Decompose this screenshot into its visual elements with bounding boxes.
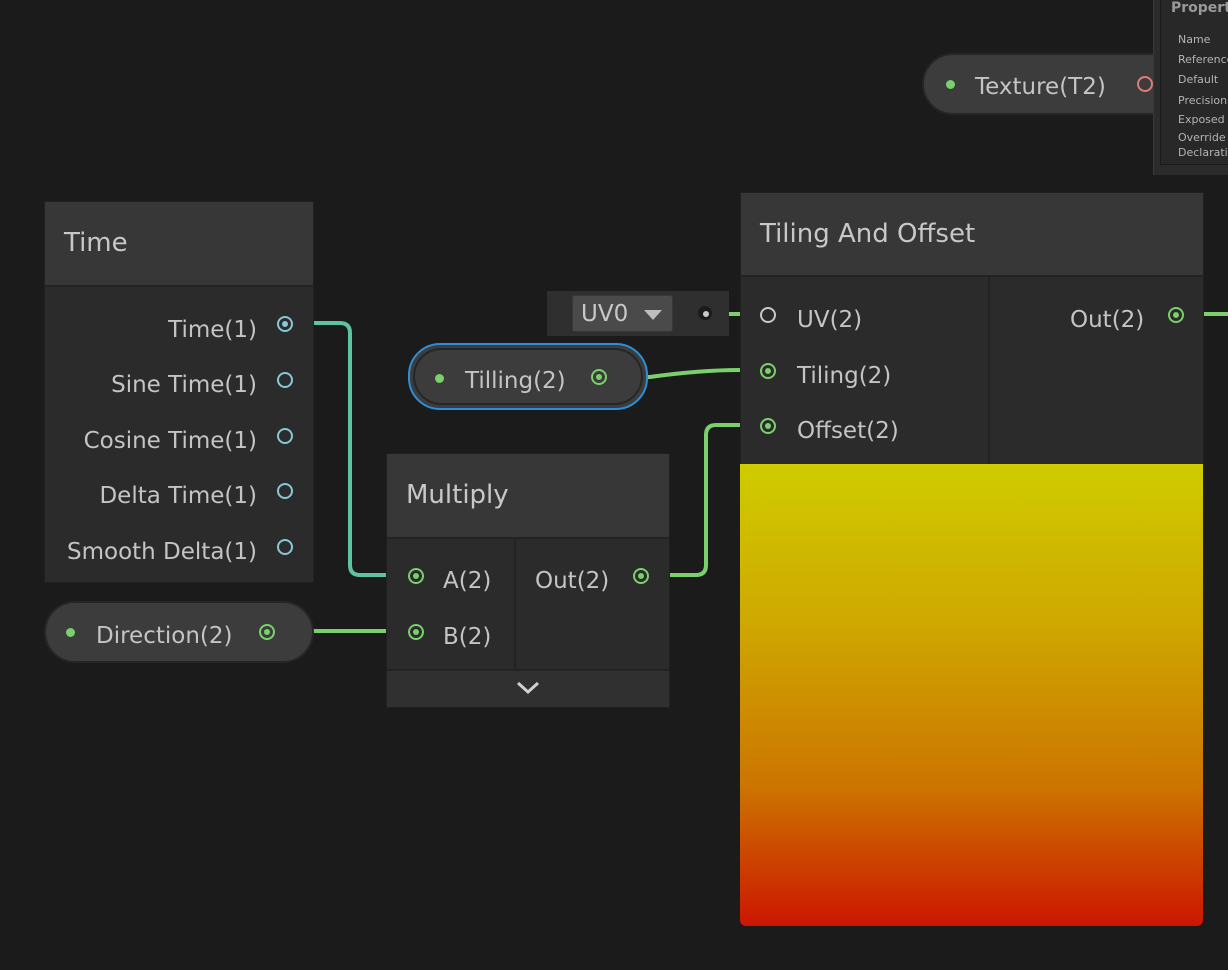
tilling-property-node[interactable]: Tilling(2) [408, 343, 648, 410]
texture-property-label: Texture(T2) [975, 74, 1106, 100]
direction-property-node[interactable]: Direction(2) [44, 601, 314, 663]
direction-output-port[interactable] [259, 624, 275, 640]
uv-control-output-port[interactable] [698, 306, 712, 320]
tiling-uv-input-port[interactable] [760, 307, 776, 323]
texture-exposed-indicator [946, 80, 955, 89]
chevron-down-icon [516, 681, 540, 695]
tiling-and-offset-node-title[interactable]: Tiling And Offset [741, 193, 1203, 277]
time-output-label: Time(1) [168, 317, 257, 343]
tiling-output-label: Out(2) [1070, 307, 1145, 333]
delta-time-output-port[interactable] [277, 483, 293, 499]
sine-time-output-label: Sine Time(1) [111, 372, 257, 398]
cosine-time-output-port[interactable] [277, 428, 293, 444]
inspector-row-precision[interactable]: Precision [1178, 94, 1228, 107]
tilling-property-label: Tilling(2) [465, 368, 566, 394]
tiling-offset-input-label: Offset(2) [797, 418, 899, 444]
direction-exposed-indicator [66, 628, 75, 637]
inspector-row-exposed[interactable]: Exposed [1178, 113, 1225, 126]
tiling-uv-input-label: UV(2) [797, 307, 863, 333]
multiply-divider [514, 539, 516, 669]
inspector-row-reference[interactable]: Reference [1178, 53, 1228, 66]
sine-time-output-port[interactable] [277, 372, 293, 388]
texture-output-port[interactable] [1137, 76, 1153, 92]
dropdown-arrow-icon [644, 310, 662, 320]
inspector-header: Property [1171, 0, 1228, 16]
tiling-and-offset-preview [740, 464, 1203, 926]
tiling-output-port[interactable] [1168, 307, 1184, 323]
direction-property-label: Direction(2) [96, 623, 233, 649]
multiply-output-port[interactable] [633, 568, 649, 584]
tiling-and-offset-divider [988, 277, 990, 466]
inspector-row-declaration[interactable]: Declaratio [1178, 146, 1228, 159]
tilling-exposed-indicator [435, 374, 444, 383]
multiply-expand-bar[interactable] [387, 669, 669, 707]
time-node-title[interactable]: Time [45, 202, 313, 287]
time-output-port[interactable] [277, 316, 293, 332]
uv-channel-dropdown[interactable]: UV0 [572, 295, 673, 332]
tiling-and-offset-node[interactable]: Tiling And Offset UV(2) Tiling(2) Offset… [740, 192, 1204, 466]
cosine-time-output-label: Cosine Time(1) [83, 428, 257, 454]
inspector-row-default[interactable]: Default [1178, 73, 1219, 86]
tiling-tiling-input-port[interactable] [760, 363, 776, 379]
smooth-delta-output-label: Smooth Delta(1) [67, 539, 257, 565]
delta-time-output-label: Delta Time(1) [99, 483, 257, 509]
multiply-node-title[interactable]: Multiply [387, 454, 669, 539]
inspector-row-name[interactable]: Name [1178, 33, 1211, 46]
tiling-offset-input-port[interactable] [760, 418, 776, 434]
smooth-delta-output-port[interactable] [277, 539, 293, 555]
uv-control: UV0 [547, 291, 729, 336]
inspector-row-override[interactable]: Override P [1178, 131, 1228, 144]
multiply-node[interactable]: Multiply A(2) B(2) Out(2) [386, 453, 670, 708]
multiply-output-label: Out(2) [535, 568, 610, 594]
tiling-tiling-input-label: Tiling(2) [797, 363, 892, 389]
multiply-input-b-port[interactable] [408, 624, 424, 640]
property-inspector: Property Name Reference Default Precisio… [1153, 0, 1228, 175]
texture-property-node[interactable]: Texture(T2) [922, 53, 1182, 115]
multiply-input-b-label: B(2) [443, 624, 492, 650]
uv-channel-value: UV0 [581, 301, 629, 327]
multiply-input-a-label: A(2) [443, 568, 492, 594]
tilling-output-port[interactable] [591, 369, 607, 385]
time-node[interactable]: Time Time(1) Sine Time(1) Cosine Time(1)… [44, 201, 314, 583]
multiply-input-a-port[interactable] [408, 568, 424, 584]
inspector-panel: Property Name Reference Default Precisio… [1160, 0, 1228, 165]
